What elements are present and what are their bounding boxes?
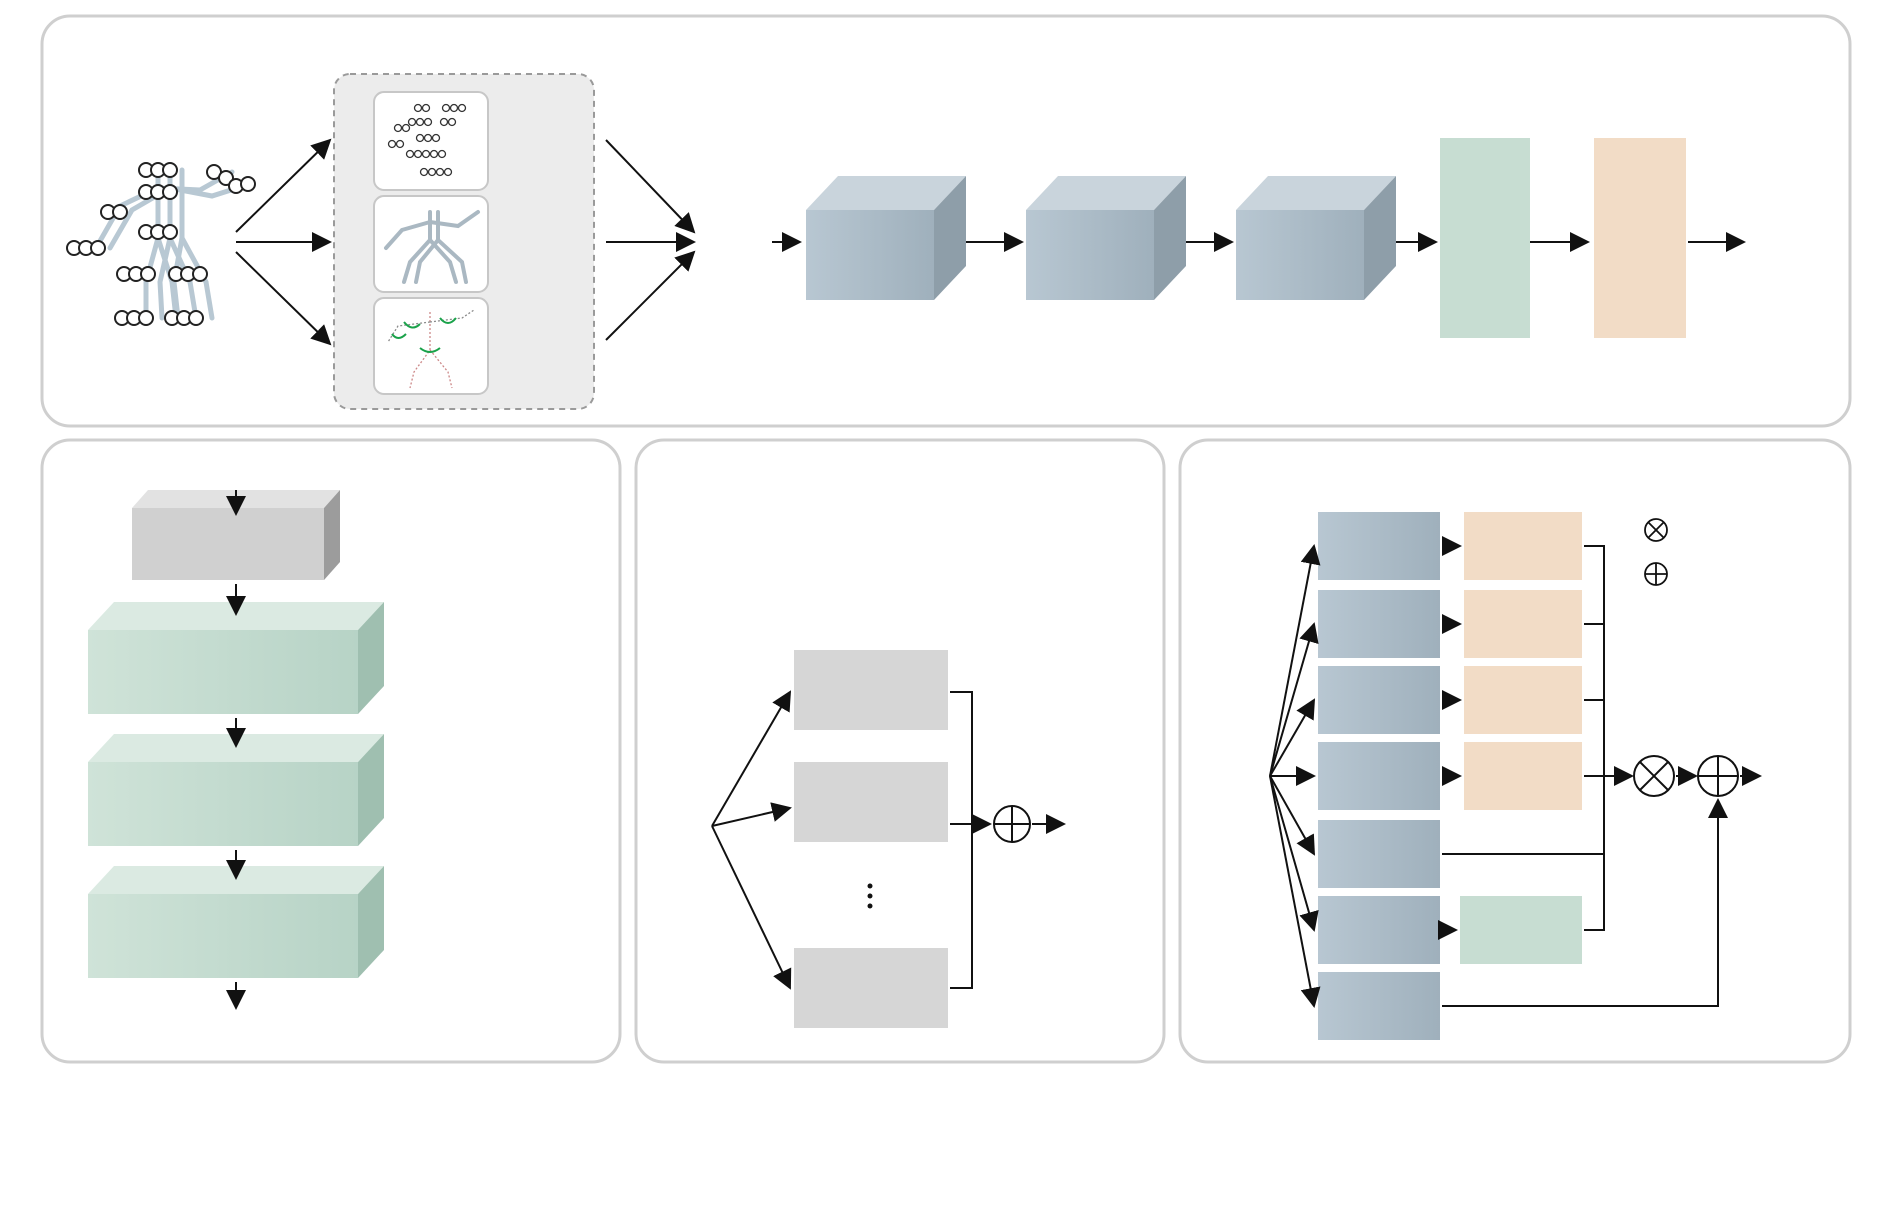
conv1x1-box-4 [1318,742,1440,810]
tmc-block-3 [88,866,384,978]
arrow-c-input-boxk [711,825,792,990]
conv1x1-box-1 [1318,512,1440,580]
bracket-c-top [950,691,973,989]
bone-thumbnail-lines [384,210,480,284]
tmc-block-1 [88,602,384,714]
collector-d [1584,545,1605,931]
conv3x1-box-3 [1464,666,1582,734]
stb-block-2 [1026,176,1186,300]
graphconv-box-1 [794,762,948,842]
add-icon-d [1697,755,1739,797]
global-pooling-block [1440,138,1530,338]
skeleton-illustration [66,162,256,326]
graphconv-box-0 [794,650,948,730]
angle-thumbnail-drawing [387,309,475,389]
conv1x1-box-5 [1318,820,1440,888]
arrow-d-fan-7 [1269,775,1321,1008]
conv1x1-box-2 [1318,590,1440,658]
arrow-c-input-box1 [711,802,792,827]
arrow-d-fan-1 [1269,544,1321,777]
arrow-d-residual [1442,798,1728,1007]
panel-c [634,438,1166,1064]
conv1x1-stride-box [1318,972,1440,1040]
arrow-d-fan-3 [1269,698,1316,777]
joint-thumbnail [373,91,489,191]
smgc-block [132,490,340,580]
arrow-angle-input [605,250,696,341]
conv3x1-box-1 [1464,512,1582,580]
conv1x1-box-3 [1318,666,1440,734]
maxpool-box [1460,896,1582,964]
stb-block-3 [1236,176,1396,300]
conv3x1-box-2 [1464,590,1582,658]
conv1x1-box-6 [1318,896,1440,964]
arrow-joint-input [605,139,696,234]
arrow-skeleton-angle [235,251,332,346]
joint-thumbnail-dots [387,103,467,177]
arrow-d-fan-2 [1269,622,1319,777]
arrow-skeleton-joint [235,138,332,233]
arrow-c-input-box0 [711,690,792,827]
panel-a [40,14,1852,428]
conv3x1-box-4 [1464,742,1582,810]
concat-icon-d [1633,755,1675,797]
legend-concat-icon [1644,518,1668,542]
arrow-d-fan-6 [1269,775,1319,932]
ellipsis-dots [867,883,873,909]
angle-thumbnail [373,297,489,395]
panel-b [40,438,622,1064]
arrow-d-fan-5 [1269,775,1315,856]
fc-softmax-block [1594,138,1686,338]
legend-add-icon [1644,562,1668,586]
graphconv-box-k [794,948,948,1028]
stb-block-1 [806,176,966,300]
panel-d [1178,438,1852,1064]
tmc-block-2 [88,734,384,846]
add-icon-c [993,805,1031,843]
